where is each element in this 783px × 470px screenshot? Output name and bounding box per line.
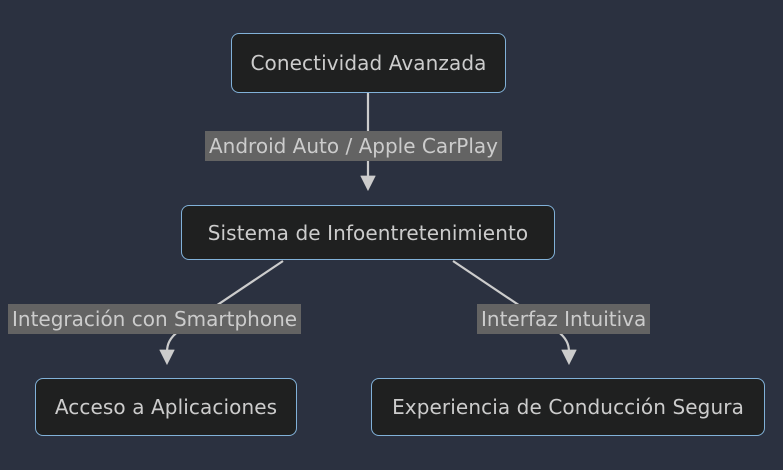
node-label: Experiencia de Conducción Segura bbox=[392, 395, 744, 419]
node-label: Conectividad Avanzada bbox=[250, 51, 487, 75]
node-conectividad-avanzada[interactable]: Conectividad Avanzada bbox=[231, 33, 506, 93]
node-acceso-a-aplicaciones[interactable]: Acceso a Aplicaciones bbox=[35, 378, 297, 436]
edge-label-interfaz-intuitiva: Interfaz Intuitiva bbox=[477, 304, 651, 334]
node-label: Sistema de Infoentretenimiento bbox=[207, 220, 529, 245]
node-label: Acceso a Aplicaciones bbox=[54, 395, 278, 419]
node-sistema-de-infoentretenimiento[interactable]: Sistema de Infoentretenimiento bbox=[181, 205, 555, 260]
edge-label-integracion-con-smartphone: Integración con Smartphone bbox=[8, 304, 302, 334]
edge-label-android-auto-apple-carplay: Android Auto / Apple CarPlay bbox=[205, 131, 503, 161]
node-experiencia-de-conduccion-segura[interactable]: Experiencia de Conducción Segura bbox=[371, 378, 765, 436]
